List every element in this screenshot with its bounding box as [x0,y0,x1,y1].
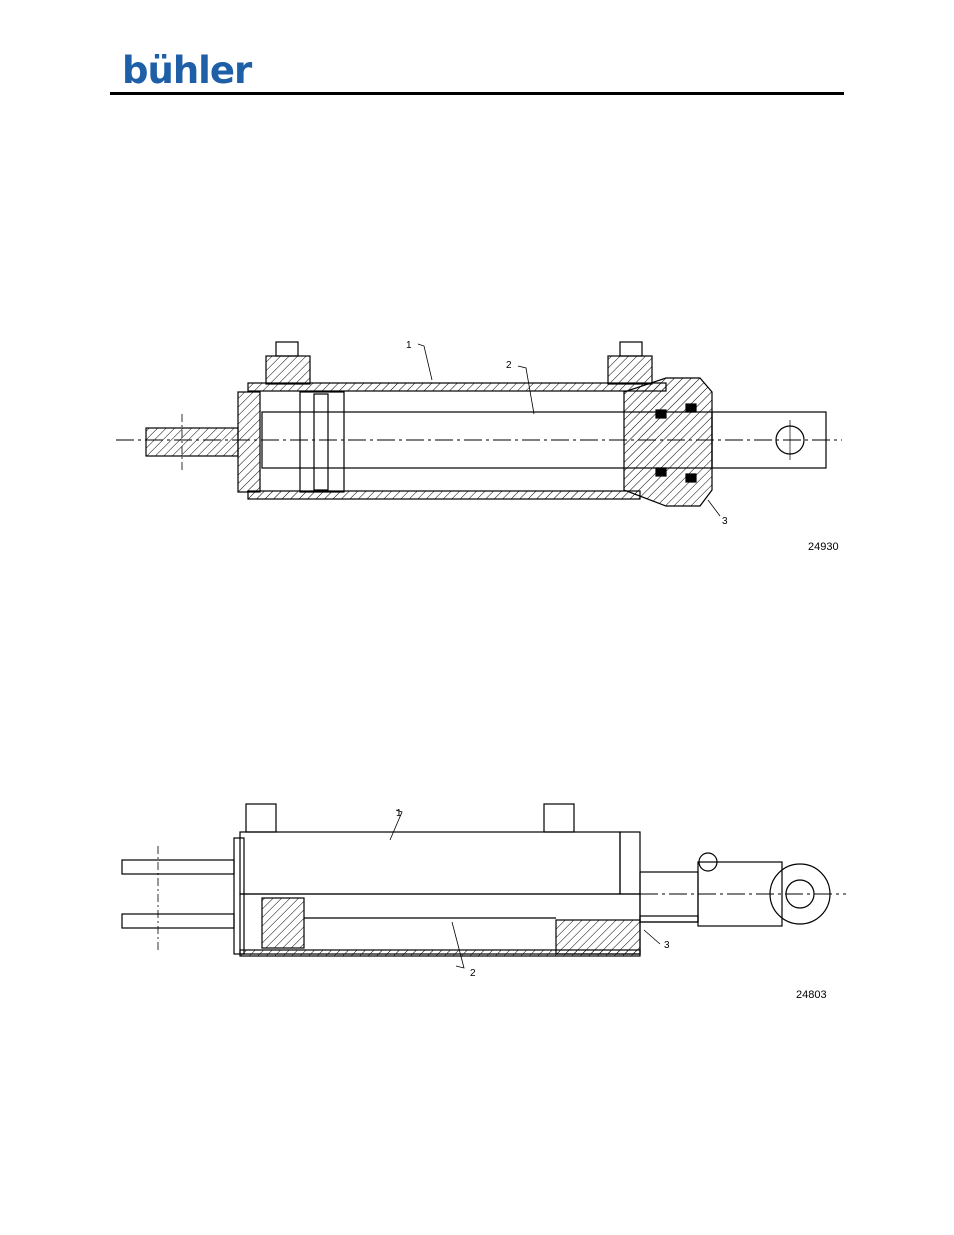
callout-1: 1 [406,340,412,351]
callout-2: 2 [470,968,476,979]
figure-1-drawing [116,342,842,516]
figure-number: 24803 [796,989,827,1001]
callout-2: 2 [506,360,512,371]
figure-number: 24930 [808,541,839,553]
figure-2-drawing [122,804,846,968]
callout-3: 3 [664,940,670,951]
callout-1: 1 [396,808,402,819]
figure-2-callouts: 1 2 3 24803 [396,808,827,1001]
callout-3: 3 [722,516,728,527]
